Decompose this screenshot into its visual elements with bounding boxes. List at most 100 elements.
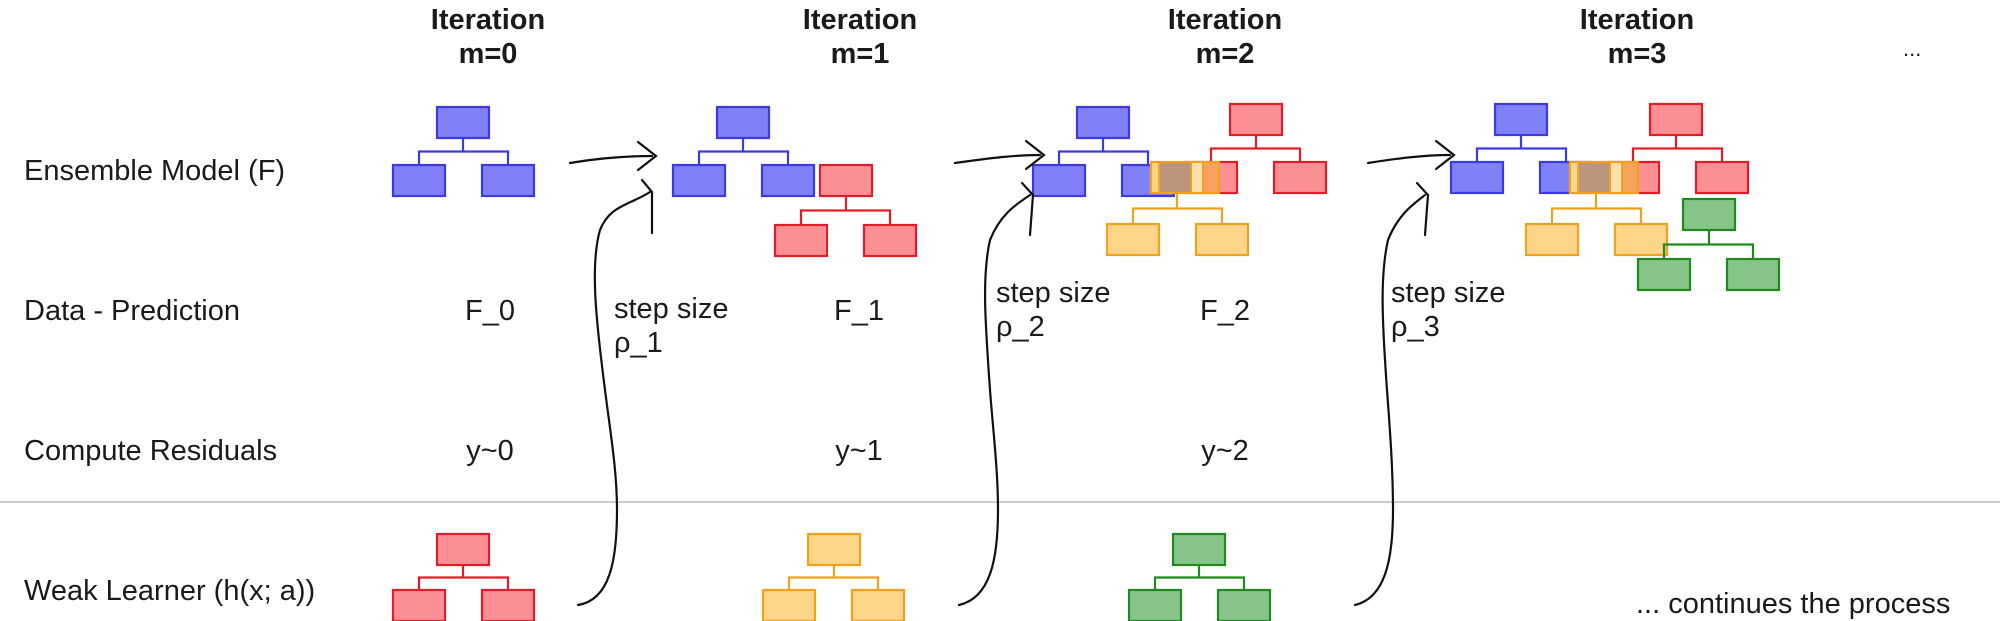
tree-root-node xyxy=(1648,102,1704,137)
green-weak-learner xyxy=(1127,532,1272,621)
tree-left-leaf xyxy=(391,588,447,621)
tree-root-node xyxy=(1075,105,1131,140)
arrow-head xyxy=(636,140,658,172)
arrow-head xyxy=(1020,181,1035,237)
tree-root-node xyxy=(818,163,874,198)
tree-branch xyxy=(799,196,892,225)
tree-branch xyxy=(1057,138,1150,165)
step-size-label: step size xyxy=(996,277,1111,309)
tree-left-leaf xyxy=(1449,160,1505,195)
overlap-highlight-iter3 xyxy=(1577,161,1639,194)
step-size-symbol: ρ_3 xyxy=(1391,311,1440,343)
residual-2: y~2 xyxy=(1201,435,1249,467)
tree-left-leaf xyxy=(773,223,829,258)
red-weak-learner xyxy=(391,532,536,621)
overlap-cell xyxy=(1621,161,1639,194)
residual-0: y~0 xyxy=(466,435,514,467)
green-tree-iter3 xyxy=(1636,197,1781,292)
tree-root-node xyxy=(1171,532,1227,567)
arrow-ensemble-1-to-2 xyxy=(953,139,1046,171)
tree-root-node xyxy=(715,105,771,140)
tree-right-leaf xyxy=(862,223,918,258)
row-label-weak-learner: Weak Learner (h(x; a)) xyxy=(24,575,316,607)
row-label-ensemble: Ensemble Model (F) xyxy=(24,155,286,187)
iteration-header-0: Iteration m=0 xyxy=(388,3,588,71)
tree-right-leaf xyxy=(1613,222,1669,257)
tree-left-leaf xyxy=(1636,257,1692,292)
step-size-3: step size ρ_3 xyxy=(1391,276,1505,344)
more-iterations-ellipsis: ... xyxy=(1903,36,1922,61)
tree-left-leaf xyxy=(391,163,447,198)
red-tree-iter1 xyxy=(773,163,918,258)
overlap-cell xyxy=(1609,161,1623,194)
arrow-shaft xyxy=(1366,153,1452,165)
arrow-ensemble-0-to-1 xyxy=(568,140,658,172)
tree-root-node xyxy=(1493,102,1549,137)
residual-1: y~1 xyxy=(835,435,883,467)
arrow-learner-2-up xyxy=(1353,181,1430,607)
overlap-cell xyxy=(1158,161,1192,194)
tree-left-leaf xyxy=(1127,588,1183,621)
overlap-highlight-iter2 xyxy=(1158,161,1220,194)
overlap-cell xyxy=(1202,161,1220,194)
tree-branch xyxy=(697,138,790,165)
tree-right-leaf xyxy=(1272,160,1328,195)
tree-branch xyxy=(1475,135,1568,162)
tree-branch xyxy=(417,565,510,590)
arrow-head xyxy=(1024,139,1046,171)
tree-right-leaf xyxy=(760,163,816,198)
arrow-head xyxy=(640,178,654,235)
arrow-head xyxy=(1434,139,1456,171)
tree-right-leaf xyxy=(1725,257,1781,292)
prediction-0: F_0 xyxy=(465,295,515,327)
tree-branch xyxy=(1209,135,1302,162)
step-size-symbol: ρ_1 xyxy=(614,327,663,359)
iteration-label: Iteration xyxy=(430,4,546,36)
tree-branch xyxy=(1153,565,1246,590)
continues-note: ... continues the process xyxy=(1636,588,1951,620)
arrow-learner-0-up xyxy=(576,178,654,607)
tree-left-leaf xyxy=(671,163,727,198)
iteration-header-1: Iteration m=1 xyxy=(760,3,960,71)
tree-branch xyxy=(1631,135,1724,162)
arrow-ensemble-2-to-3 xyxy=(1366,139,1456,171)
tree-left-leaf xyxy=(1524,222,1580,257)
tree-left-leaf xyxy=(1031,163,1087,198)
iteration-header-2: Iteration m=2 xyxy=(1125,3,1325,71)
tree-right-leaf xyxy=(850,588,906,621)
blue-tree-iter1 xyxy=(671,105,816,198)
overlap-cell xyxy=(1577,161,1611,194)
row-label-residuals: Compute Residuals xyxy=(24,435,278,467)
step-size-1: step size ρ_1 xyxy=(614,292,728,360)
arrows-layer xyxy=(568,139,1456,607)
prediction-2: F_2 xyxy=(1200,295,1250,327)
tree-root-node xyxy=(1228,102,1284,137)
overlap-cell xyxy=(1190,161,1204,194)
tree-root-node xyxy=(806,532,862,567)
arrow-shaft xyxy=(1353,193,1427,607)
tree-right-leaf xyxy=(1694,160,1750,195)
iteration-label: Iteration xyxy=(1167,4,1283,36)
tree-right-leaf xyxy=(480,588,536,621)
tree-left-leaf xyxy=(761,588,817,621)
iteration-index: m=2 xyxy=(1195,38,1255,70)
tree-branch xyxy=(1662,230,1755,259)
step-size-label: step size xyxy=(1391,277,1506,309)
iteration-index: m=0 xyxy=(458,38,518,70)
tree-branch xyxy=(1550,193,1643,224)
yellow-weak-learner xyxy=(761,532,906,621)
tree-right-leaf xyxy=(480,163,536,198)
arrow-shaft xyxy=(953,153,1042,165)
tree-root-node xyxy=(435,532,491,567)
arrow-shaft xyxy=(957,193,1032,607)
tree-root-node xyxy=(435,105,491,140)
iteration-label: Iteration xyxy=(1579,4,1695,36)
tree-branch xyxy=(787,565,880,590)
tree-right-leaf xyxy=(1216,588,1272,621)
row-label-prediction: Data - Prediction xyxy=(24,295,240,327)
tree-branch xyxy=(1131,193,1224,224)
arrow-learner-1-up xyxy=(957,181,1035,607)
tree-right-leaf xyxy=(1194,222,1250,257)
